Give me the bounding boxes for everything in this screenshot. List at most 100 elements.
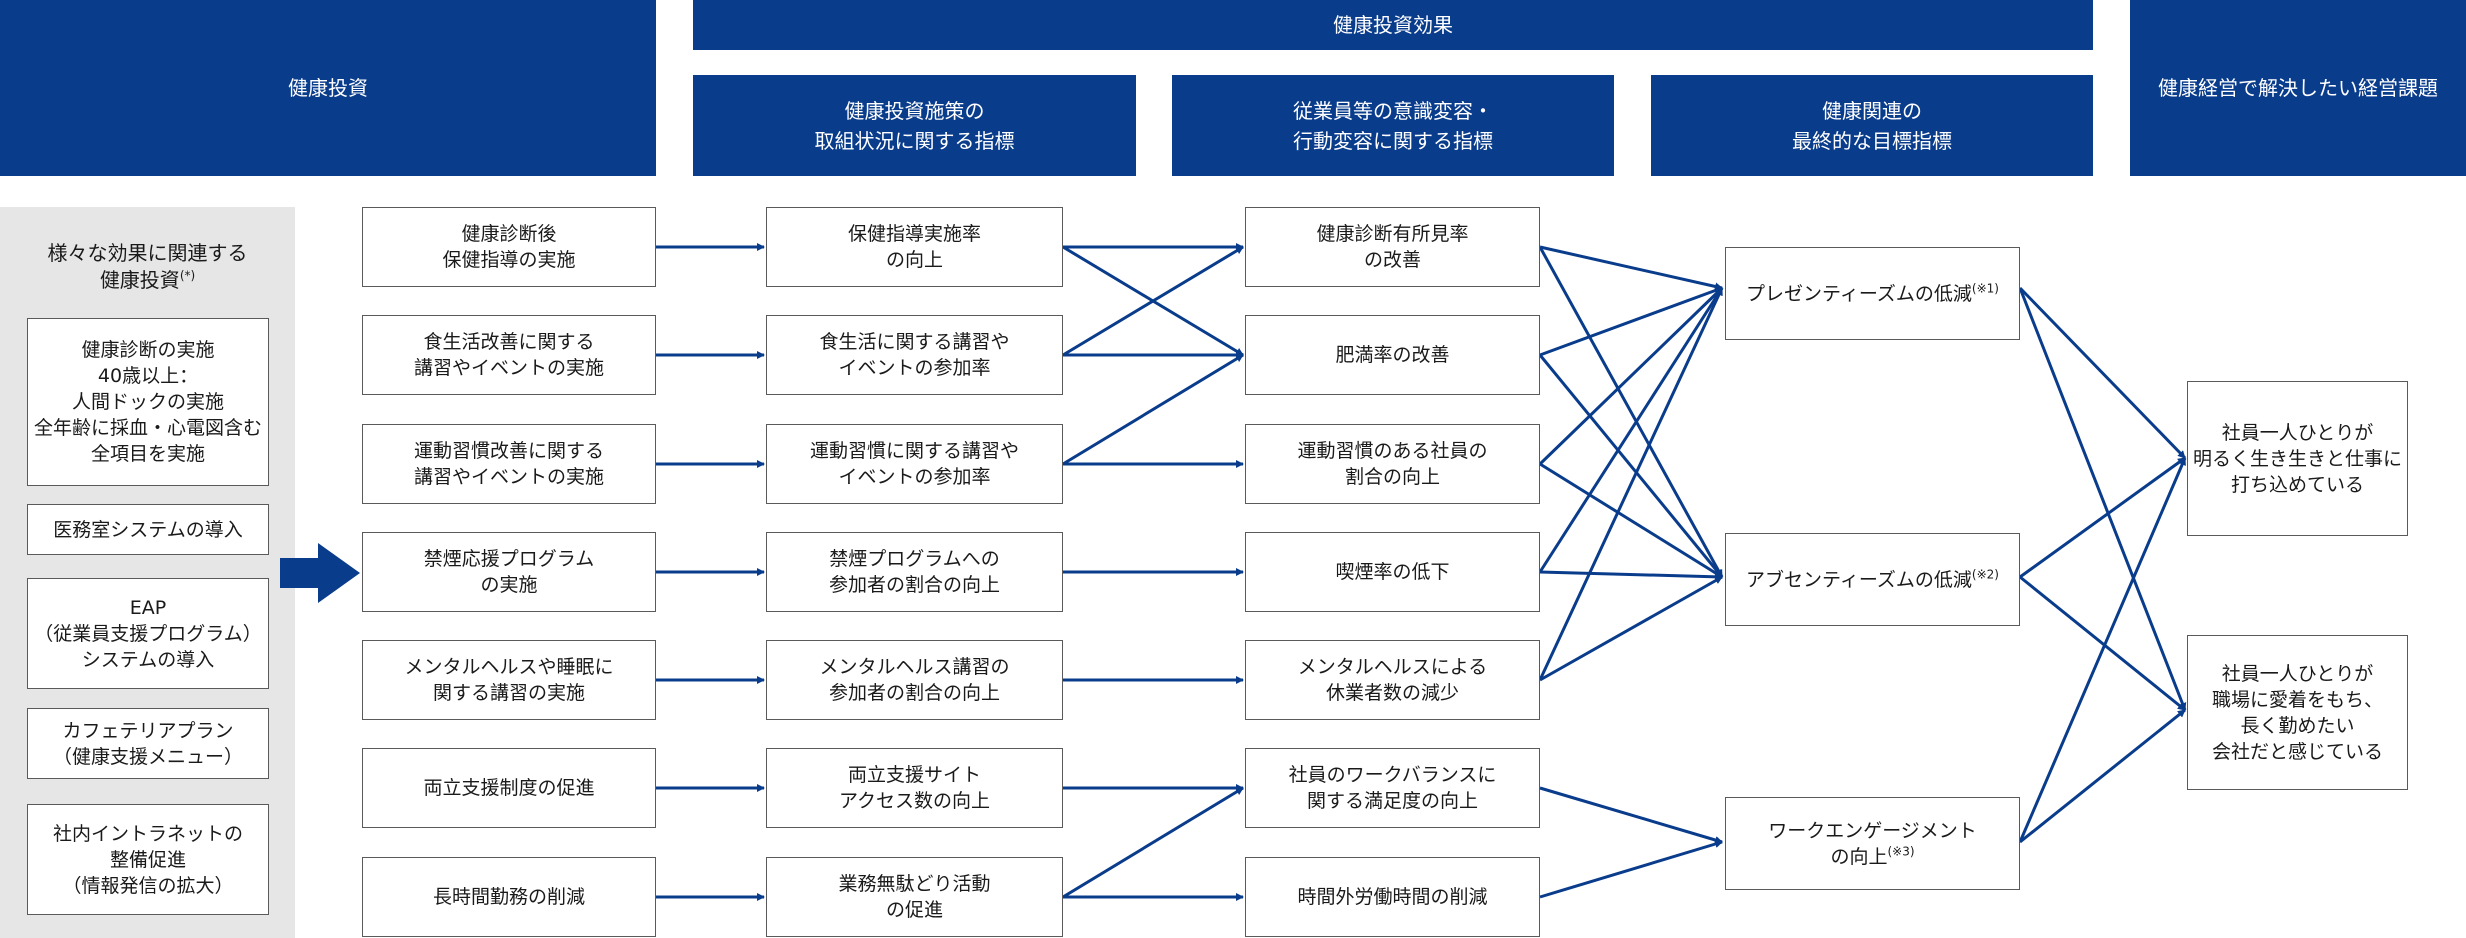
investment-line: 講習やイベントの実施: [413, 466, 604, 488]
arrow-aw-7: [1539, 840, 1723, 899]
awareness-line: 喫煙率の低下: [1335, 561, 1450, 583]
policy-line: イベントの参加率: [838, 357, 991, 379]
arrow-aw-1a: [1539, 245, 1723, 291]
awareness-box: 時間外労働時間の削減: [1245, 857, 1540, 937]
header-awareness-line: 従業員等の意識変容・: [1293, 98, 1493, 123]
final-box-absenteeism: アブセンティーズムの低減(※2): [1725, 533, 2020, 626]
header-awareness-line: 行動変容に関する指標: [1293, 128, 1493, 153]
header-final-indicators: 健康関連の 最終的な目標指標: [1651, 75, 2093, 176]
awareness-line: 肥満率の改善: [1335, 344, 1450, 366]
issue-line: 明るく生き生きと仕事に: [2193, 447, 2403, 470]
investment-box: 禁煙応援プログラムの実施: [362, 532, 656, 612]
arrow-fin-3a: [2018, 457, 2187, 843]
policy-box: 食生活に関する講習やイベントの参加率: [766, 315, 1063, 395]
left-item-line: システムの導入: [81, 648, 215, 671]
header-effect-label: 健康投資効果: [1333, 13, 1453, 37]
left-item-health-checkup: 健康診断の実施 40歳以上： 人間ドックの実施 全年齢に採血・心電図含む 全項目…: [27, 318, 269, 486]
arrow-pol-7a: [1062, 786, 1244, 899]
issue-box: 社員一人ひとりが 明るく生き生きと仕事に 打ち込めている: [2187, 381, 2408, 536]
investment-box: 長時間勤務の削減: [362, 857, 656, 937]
arrow-aw-3a: [1538, 286, 1724, 466]
investment-line: メンタルヘルスや睡眠に: [404, 656, 614, 678]
final-line: の向上: [1830, 845, 1888, 868]
header-final-line: 最終的な目標指標: [1792, 128, 1952, 153]
left-item-line: （従業員支援プログラム）: [34, 622, 262, 645]
awareness-box: メンタルヘルスによる休業者数の減少: [1245, 640, 1540, 720]
arrow-aw-5b: [1539, 575, 1723, 682]
arrow-aw-4b: [1539, 570, 1723, 581]
investment-line: 講習やイベントの実施: [413, 357, 604, 379]
investment-box: 食生活改善に関する講習やイベントの実施: [362, 315, 656, 395]
issue-line: 社員一人ひとりが: [2221, 421, 2374, 444]
left-item-line: 全項目を実施: [91, 443, 206, 465]
policy-box: メンタルヘルス講習の参加者の割合の向上: [766, 640, 1063, 720]
final-note: (※2): [1971, 567, 1999, 582]
final-line: ワークエンゲージメント: [1768, 819, 1977, 842]
left-item-line: 健康診断の実施: [81, 339, 215, 361]
awareness-line: 時間外労働時間の削減: [1297, 886, 1488, 908]
issue-line: 打ち込めている: [2231, 473, 2365, 496]
issue-line: 長く勤めたい: [2240, 714, 2355, 737]
left-item-line: 社内イントラネットの: [52, 822, 243, 845]
left-item-line: （情報発信の拡大）: [62, 874, 234, 897]
final-line: プレゼンティーズムの低減: [1746, 282, 1972, 305]
policy-line: アクセス数の向上: [838, 790, 991, 812]
left-item-intranet: 社内イントラネットの 整備促進 （情報発信の拡大）: [27, 804, 269, 915]
header-policy-line: 健康投資施策の: [844, 98, 985, 123]
policy-box: 保健指導実施率の向上: [766, 207, 1063, 287]
arrow-fin-1b: [2018, 287, 2187, 711]
awareness-line: 運動習慣のある社員の: [1297, 440, 1488, 462]
final-line: アブセンティーズムの低減: [1746, 568, 1972, 591]
policy-line: 参加者の割合の向上: [828, 574, 1000, 596]
investment-line: 運動習慣改善に関する: [413, 440, 604, 462]
awareness-box: 健康診断有所見率の改善: [1245, 207, 1540, 287]
panel-title-line: 様々な効果に関連する: [47, 241, 248, 265]
issue-line: 会社だと感じている: [2211, 740, 2383, 763]
investment-box: メンタルヘルスや睡眠に関する講習の実施: [362, 640, 656, 720]
investment-line: 保健指導の実施: [442, 249, 576, 271]
panel-title-line: 健康投資: [99, 268, 180, 292]
final-box-presenteeism: プレゼンティーズムの低減(※1): [1725, 247, 2020, 340]
issue-box: 社員一人ひとりが 職場に愛着をもち、 長く勤めたい 会社だと感じている: [2187, 635, 2408, 790]
left-item-line: カフェテリアプラン: [62, 719, 234, 742]
panel-title-note: (*): [179, 268, 196, 283]
arrow-pol-3a: [1062, 353, 1244, 466]
awareness-box: 運動習慣のある社員の割合の向上: [1245, 424, 1540, 504]
awareness-line: 関する満足度の向上: [1306, 790, 1478, 812]
left-item-line: EAP: [129, 596, 167, 619]
awareness-line: 休業者数の減少: [1325, 682, 1459, 704]
investment-box: 運動習慣改善に関する講習やイベントの実施: [362, 424, 656, 504]
arrow-fin-3b: [2019, 708, 2186, 844]
policy-line: イベントの参加率: [838, 466, 991, 488]
investment-line: 長時間勤務の削減: [432, 886, 585, 908]
awareness-box: 社員のワークバランスに関する満足度の向上: [1245, 748, 1540, 828]
final-note: (※1): [1971, 281, 1999, 296]
policy-line: 運動習慣に関する講習や: [809, 440, 1019, 462]
arrow-aw-4a: [1538, 287, 1724, 573]
header-investment-label: 健康投資: [288, 76, 368, 100]
investment-box: 健康診断後保健指導の実施: [362, 207, 656, 287]
arrow-aw-2b: [1538, 354, 1724, 578]
left-item-line: 40歳以上：: [97, 365, 199, 387]
policy-box: 業務無駄どり活動の促進: [766, 857, 1063, 937]
issue-line: 職場に愛着をもち、: [2211, 688, 2383, 711]
investment-line: 両立支援制度の促進: [423, 777, 595, 799]
left-item-line: 人間ドックの実施: [72, 391, 225, 413]
left-item-line: 整備促進: [109, 848, 186, 871]
policy-line: メンタルヘルス講習の: [819, 656, 1010, 678]
policy-line: 禁煙プログラムへの: [829, 548, 1000, 570]
final-note: (※3): [1887, 844, 1915, 859]
final-box-engagement: ワークエンゲージメント の向上(※3): [1725, 797, 2020, 890]
header-policy-indicators: 健康投資施策の 取組状況に関する指標: [693, 75, 1136, 176]
investment-line: 禁煙応援プログラム: [423, 548, 595, 570]
arrow-aw-5a: [1538, 287, 1724, 681]
policy-box: 運動習慣に関する講習やイベントの参加率: [766, 424, 1063, 504]
policy-line: の向上: [885, 249, 943, 271]
policy-box: 両立支援サイトアクセス数の向上: [766, 748, 1063, 828]
block-arrow-icon: [280, 543, 360, 603]
awareness-line: 社員のワークバランスに: [1288, 764, 1497, 786]
left-item-line: 全年齢に採血・心電図含む: [34, 417, 263, 439]
left-item-line: （健康支援メニュー）: [52, 745, 243, 768]
header-effect: 健康投資効果: [693, 0, 2093, 50]
policy-line: 両立支援サイト: [847, 764, 981, 786]
